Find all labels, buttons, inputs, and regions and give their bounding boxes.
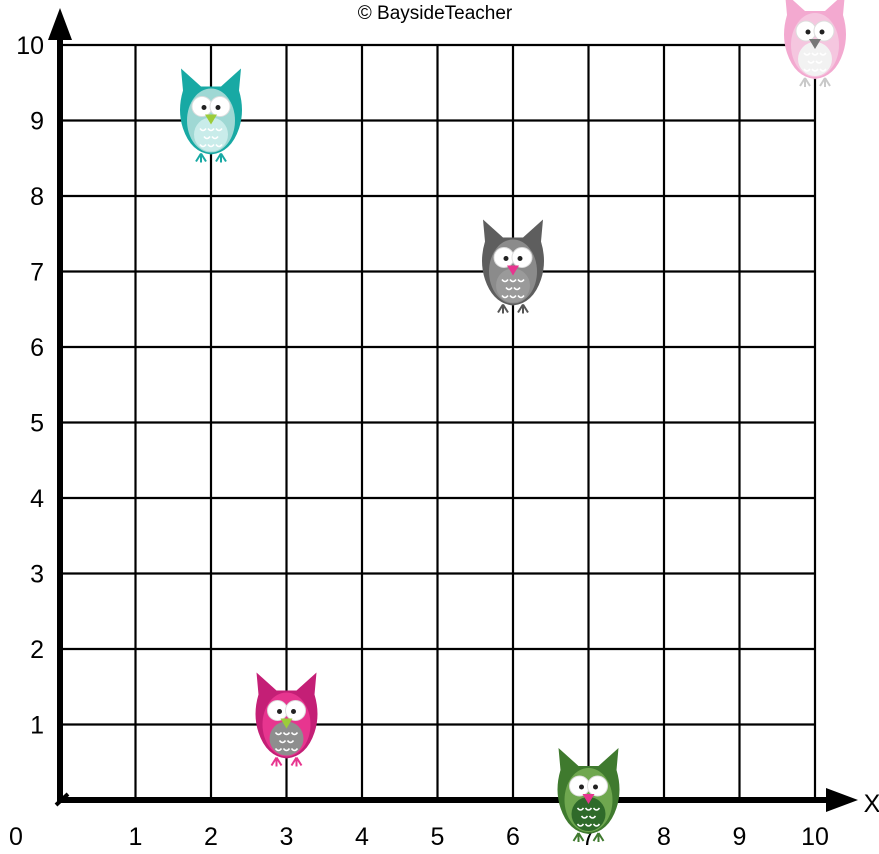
x-tick-label: 3 xyxy=(280,823,294,851)
y-tick-label: 5 xyxy=(30,410,44,438)
x-tick-label: 5 xyxy=(431,823,445,851)
y-tick-label: 3 xyxy=(30,561,44,589)
x-tick-label: 6 xyxy=(506,823,520,851)
credit-text: © BaysideTeacher xyxy=(358,3,513,24)
y-tick-label: 10 xyxy=(16,32,44,60)
x-axis-label: X xyxy=(864,790,879,818)
x-tick-label: 9 xyxy=(733,823,747,851)
pink-owl-point xyxy=(784,0,846,87)
x-tick-label: 4 xyxy=(355,823,369,851)
y-tick-label: 8 xyxy=(30,183,44,211)
y-tick-label: 4 xyxy=(30,485,44,513)
x-axis-arrow xyxy=(826,788,858,812)
grid xyxy=(60,45,815,800)
x-tick-label: 2 xyxy=(204,823,218,851)
y-tick-label: 6 xyxy=(30,334,44,362)
y-tick-label: 2 xyxy=(30,636,44,664)
origin-label: 0 xyxy=(9,823,23,851)
y-tick-label: 9 xyxy=(30,108,44,136)
y-tick-label: 1 xyxy=(30,712,44,740)
y-tick-label: 7 xyxy=(30,259,44,287)
x-tick-label: 10 xyxy=(801,823,829,851)
x-tick-label: 1 xyxy=(129,823,143,851)
x-tick-label: 8 xyxy=(657,823,671,851)
axes xyxy=(48,8,858,812)
y-axis-arrow xyxy=(48,8,72,40)
